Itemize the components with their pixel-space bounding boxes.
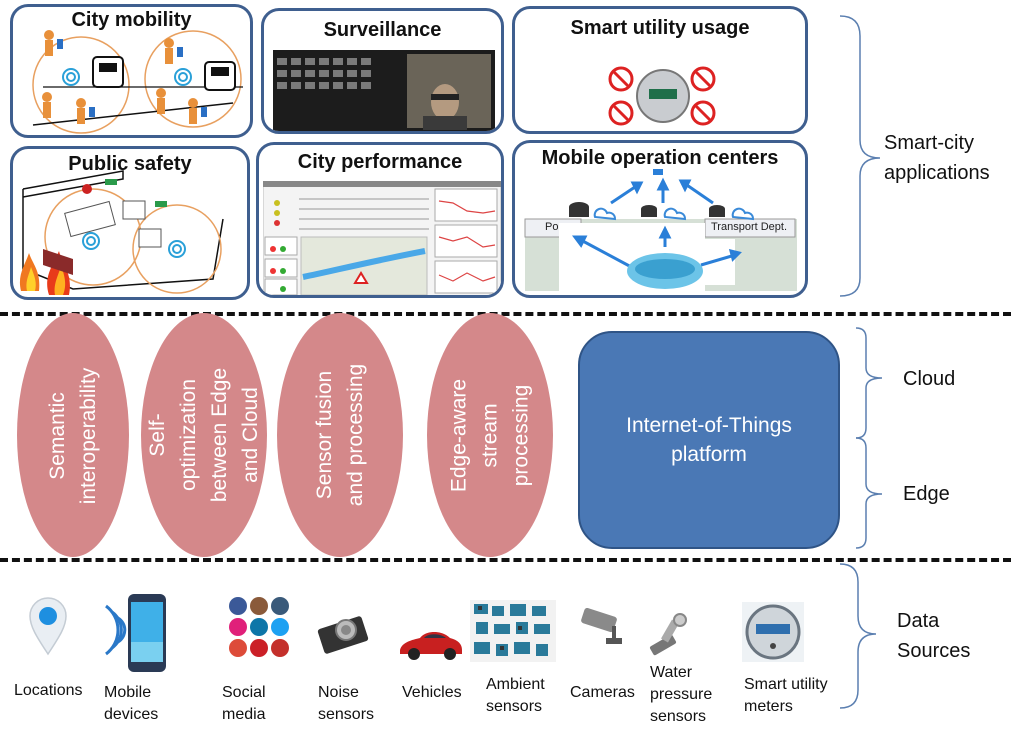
- ellipse-text-line: Sensor fusion: [313, 370, 336, 500]
- iot-platform-line: platform: [671, 443, 747, 466]
- map-label-right: Transport Dept.: [711, 221, 788, 233]
- data-source-label: Water pressure sensors: [650, 664, 713, 725]
- card-title: Public safety: [68, 153, 192, 175]
- ellipse-text-line: and Cloud: [239, 387, 262, 483]
- city-mobility-illustration: [32, 30, 243, 134]
- divider-bottom: [0, 558, 1011, 562]
- ellipse-text-line: interoperability: [77, 367, 100, 505]
- surveillance-card: Surveillance: [261, 8, 504, 134]
- smart-utility-card: Smart utility usage: [512, 6, 808, 134]
- ellipse-text-line: and processing: [344, 363, 367, 507]
- ellipse-text-line: Edge-aware: [447, 378, 471, 493]
- location-pin-icon: [29, 597, 67, 656]
- operation-centers-illustration: [524, 169, 797, 295]
- ellipse-text-line: stream: [478, 403, 502, 468]
- data-source-label: Vehicles: [402, 684, 462, 701]
- data-source-label: Mobile devices: [104, 684, 159, 723]
- brackets: [839, 15, 883, 709]
- self-optimization-ellipse: Self- optimization between Edge and Clou…: [141, 313, 267, 557]
- public-safety-card: Public safety: [10, 146, 250, 300]
- data-source-label: Ambient sensors: [486, 676, 545, 715]
- bracket-data-sources: [839, 563, 877, 709]
- iot-platform-box: Internet-of-Things platform: [578, 331, 840, 549]
- dashboard-screenshot: [263, 181, 501, 295]
- divider-top: [0, 312, 1011, 316]
- card-title: Mobile operation centers: [541, 147, 779, 169]
- camera-icon: [581, 608, 622, 644]
- utility-meter-icon: [742, 602, 804, 662]
- ellipse-text-line: Semantic: [46, 392, 69, 480]
- ellipse-text-line: Self-: [146, 413, 169, 457]
- card-title: Smart utility usage: [570, 17, 750, 39]
- map-label-left: Po: [545, 221, 559, 233]
- data-source-label: Social media: [222, 684, 266, 723]
- iot-platform-line: Internet-of-Things: [626, 414, 792, 437]
- surveillance-video-wall: [273, 50, 495, 131]
- card-title: City mobility: [71, 9, 192, 31]
- edge-label: Edge: [903, 483, 950, 505]
- ellipse-text-line: processing: [509, 384, 533, 487]
- data-source-label: Cameras: [570, 684, 635, 701]
- noise-sensor-icon: [317, 616, 369, 654]
- sensor-board-icon: [470, 600, 556, 662]
- ellipse-text-line: between Edge: [208, 367, 231, 503]
- bracket-cloud: [855, 327, 883, 439]
- edge-aware-stream-ellipse: Edge-aware stream processing: [427, 313, 553, 557]
- data-source-label: Noise sensors: [318, 684, 375, 723]
- smart-city-applications-label: Smart-city applications: [884, 132, 990, 184]
- smartphone-icon: [105, 594, 166, 672]
- car-icon: [400, 632, 462, 660]
- data-source-label: Locations: [14, 682, 83, 699]
- pressure-sensor-icon: [649, 613, 687, 656]
- utility-meter-icon: [608, 66, 716, 126]
- cloud-label: Cloud: [903, 368, 956, 390]
- social-media-icon: [229, 597, 289, 657]
- semantic-interoperability-ellipse: Semantic interoperability: [17, 313, 129, 557]
- city-performance-card: City performance: [256, 142, 504, 298]
- public-safety-illustration: [19, 170, 224, 295]
- card-title: Surveillance: [323, 19, 442, 41]
- data-source-label: Smart utility meters: [744, 676, 828, 715]
- card-title: City performance: [297, 151, 463, 173]
- sensor-fusion-ellipse: Sensor fusion and processing: [277, 313, 403, 557]
- data-sources-label: Data Sources: [897, 610, 971, 662]
- bracket-edge: [855, 437, 883, 549]
- bracket-smart-city: [839, 15, 881, 297]
- mobile-operation-centers-card: Mobile operation centers Po Transpor: [512, 140, 808, 298]
- ellipse-text-line: optimization: [177, 378, 200, 492]
- city-mobility-card: City mobility: [10, 4, 253, 138]
